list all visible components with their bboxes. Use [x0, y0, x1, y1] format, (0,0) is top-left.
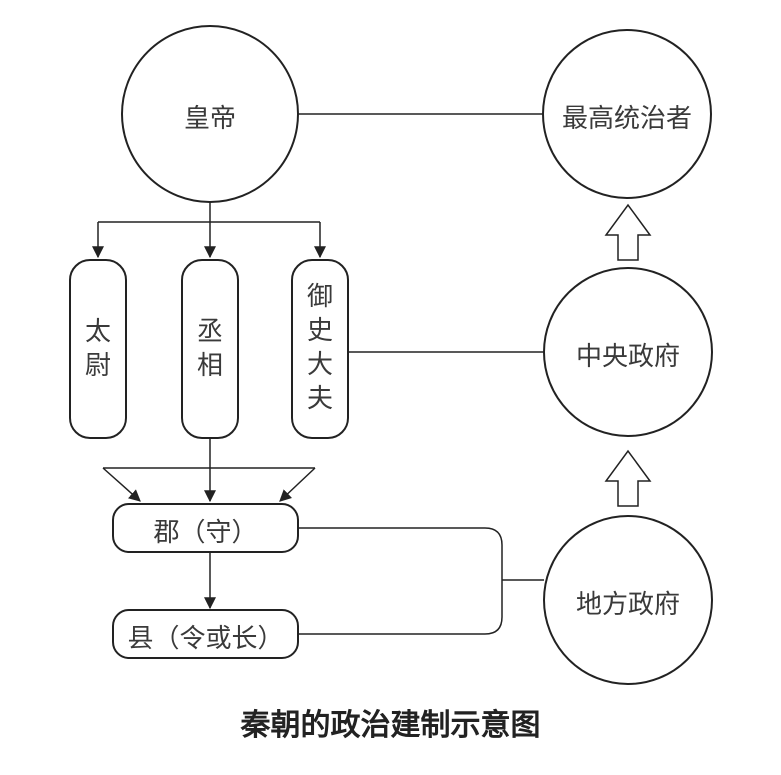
- char: 太: [84, 317, 111, 347]
- char: 大: [306, 350, 333, 380]
- local-gov-node: [543, 515, 713, 685]
- emperor-label: 皇帝: [183, 104, 236, 134]
- char: 尉: [84, 351, 111, 381]
- local-bracket: [298, 527, 503, 635]
- char: 丞: [196, 317, 223, 347]
- yushidafu-box: [291, 259, 349, 439]
- chengxiang-label: 丞 相: [190, 315, 230, 383]
- taiwei-label: 太 尉: [78, 315, 118, 383]
- jun-label: 郡（守）: [153, 518, 258, 548]
- char: 史: [306, 316, 333, 346]
- supreme-ruler-label: 最高统治者: [561, 104, 692, 134]
- up-arrow-icon: [604, 449, 652, 507]
- taiwei-box: [69, 259, 127, 439]
- up-arrow-icon: [604, 203, 652, 261]
- central-gov-label: 中央政府: [575, 342, 680, 372]
- char: 御: [306, 282, 333, 312]
- local-gov-label: 地方政府: [575, 590, 680, 620]
- funnel-right-arrow: [279, 467, 316, 502]
- xian-label: 县（令或长）: [127, 624, 284, 654]
- diagram-caption: 秦朝的政治建制示意图: [240, 708, 541, 743]
- funnel-left-arrow: [102, 467, 141, 502]
- yushidafu-label: 御 史 大 夫: [300, 280, 340, 416]
- char: 相: [196, 351, 223, 381]
- char: 夫: [306, 384, 333, 414]
